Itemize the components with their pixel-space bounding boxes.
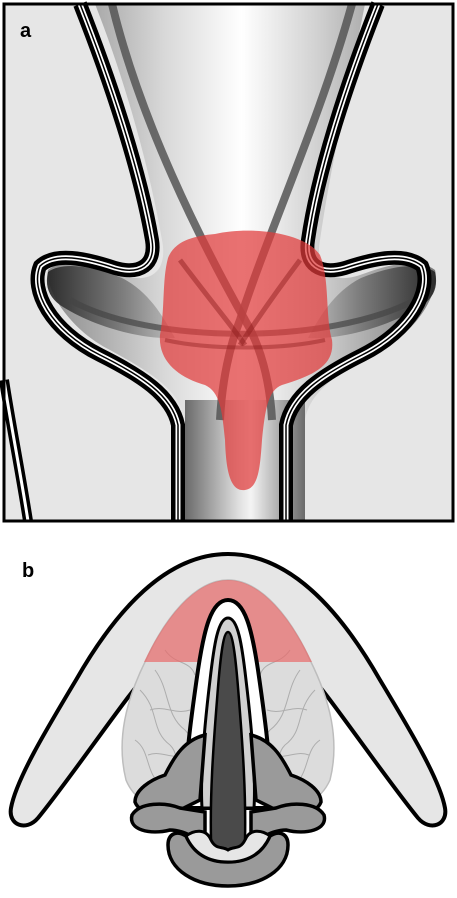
panel-label-a: a bbox=[20, 20, 31, 43]
panel-b: b bbox=[0, 540, 457, 898]
panel-b-illustration bbox=[0, 540, 457, 898]
panel-a: a bbox=[0, 0, 457, 525]
panel-label-b: b bbox=[22, 560, 34, 583]
panel-a-illustration bbox=[0, 0, 457, 525]
